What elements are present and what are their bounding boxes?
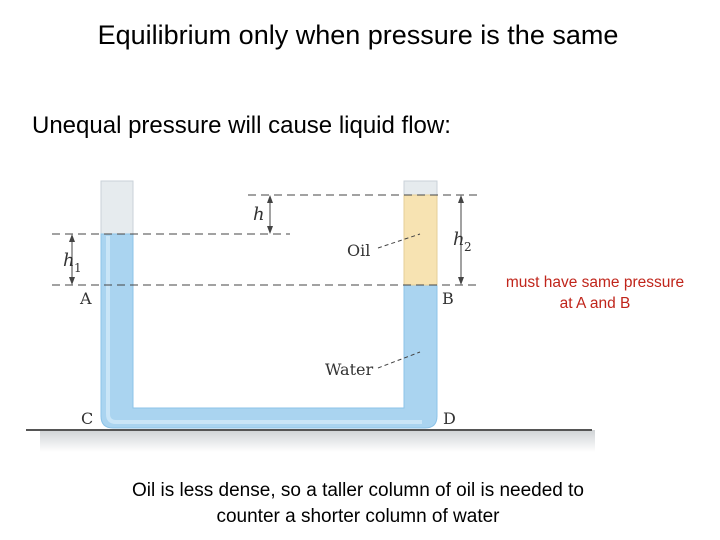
h-label: h: [253, 204, 265, 225]
point-b-label: B: [442, 289, 454, 308]
h1-arrow-head-top: [69, 234, 75, 242]
page-title: Equilibrium only when pressure is the sa…: [97, 20, 619, 50]
h2-label: h: [453, 229, 465, 250]
point-a-label: A: [79, 289, 92, 308]
h2-subscript: 2: [464, 240, 472, 254]
oil-leader-line: [377, 233, 421, 249]
ground-shadow: [40, 430, 595, 452]
h1-arrow-head-bottom: [69, 277, 75, 285]
h2-arrow-head-bottom: [458, 277, 464, 285]
right-tube-glass: [403, 180, 438, 196]
water-label: Water: [325, 360, 373, 379]
water-highlight: [106, 236, 422, 424]
oil-column: [403, 194, 438, 286]
point-d-label: D: [443, 409, 456, 428]
h-arrow-head-top: [267, 195, 273, 203]
h1-subscript: 1: [74, 261, 82, 275]
pressure-note: must have same pressure at A and B: [505, 274, 685, 312]
caption: Oil is less dense, so a taller column of…: [131, 480, 584, 527]
h2-arrow-head-top: [458, 195, 464, 203]
point-c-label: C: [81, 409, 93, 428]
subtitle: Unequal pressure will cause liquid flow:: [32, 112, 451, 139]
h1-label: h: [63, 250, 75, 271]
water-leader-line: [377, 351, 421, 369]
h-arrow-head-bottom: [267, 226, 273, 234]
oil-label: Oil: [347, 241, 370, 260]
left-tube-glass: [100, 180, 134, 235]
water-column: [100, 233, 438, 429]
